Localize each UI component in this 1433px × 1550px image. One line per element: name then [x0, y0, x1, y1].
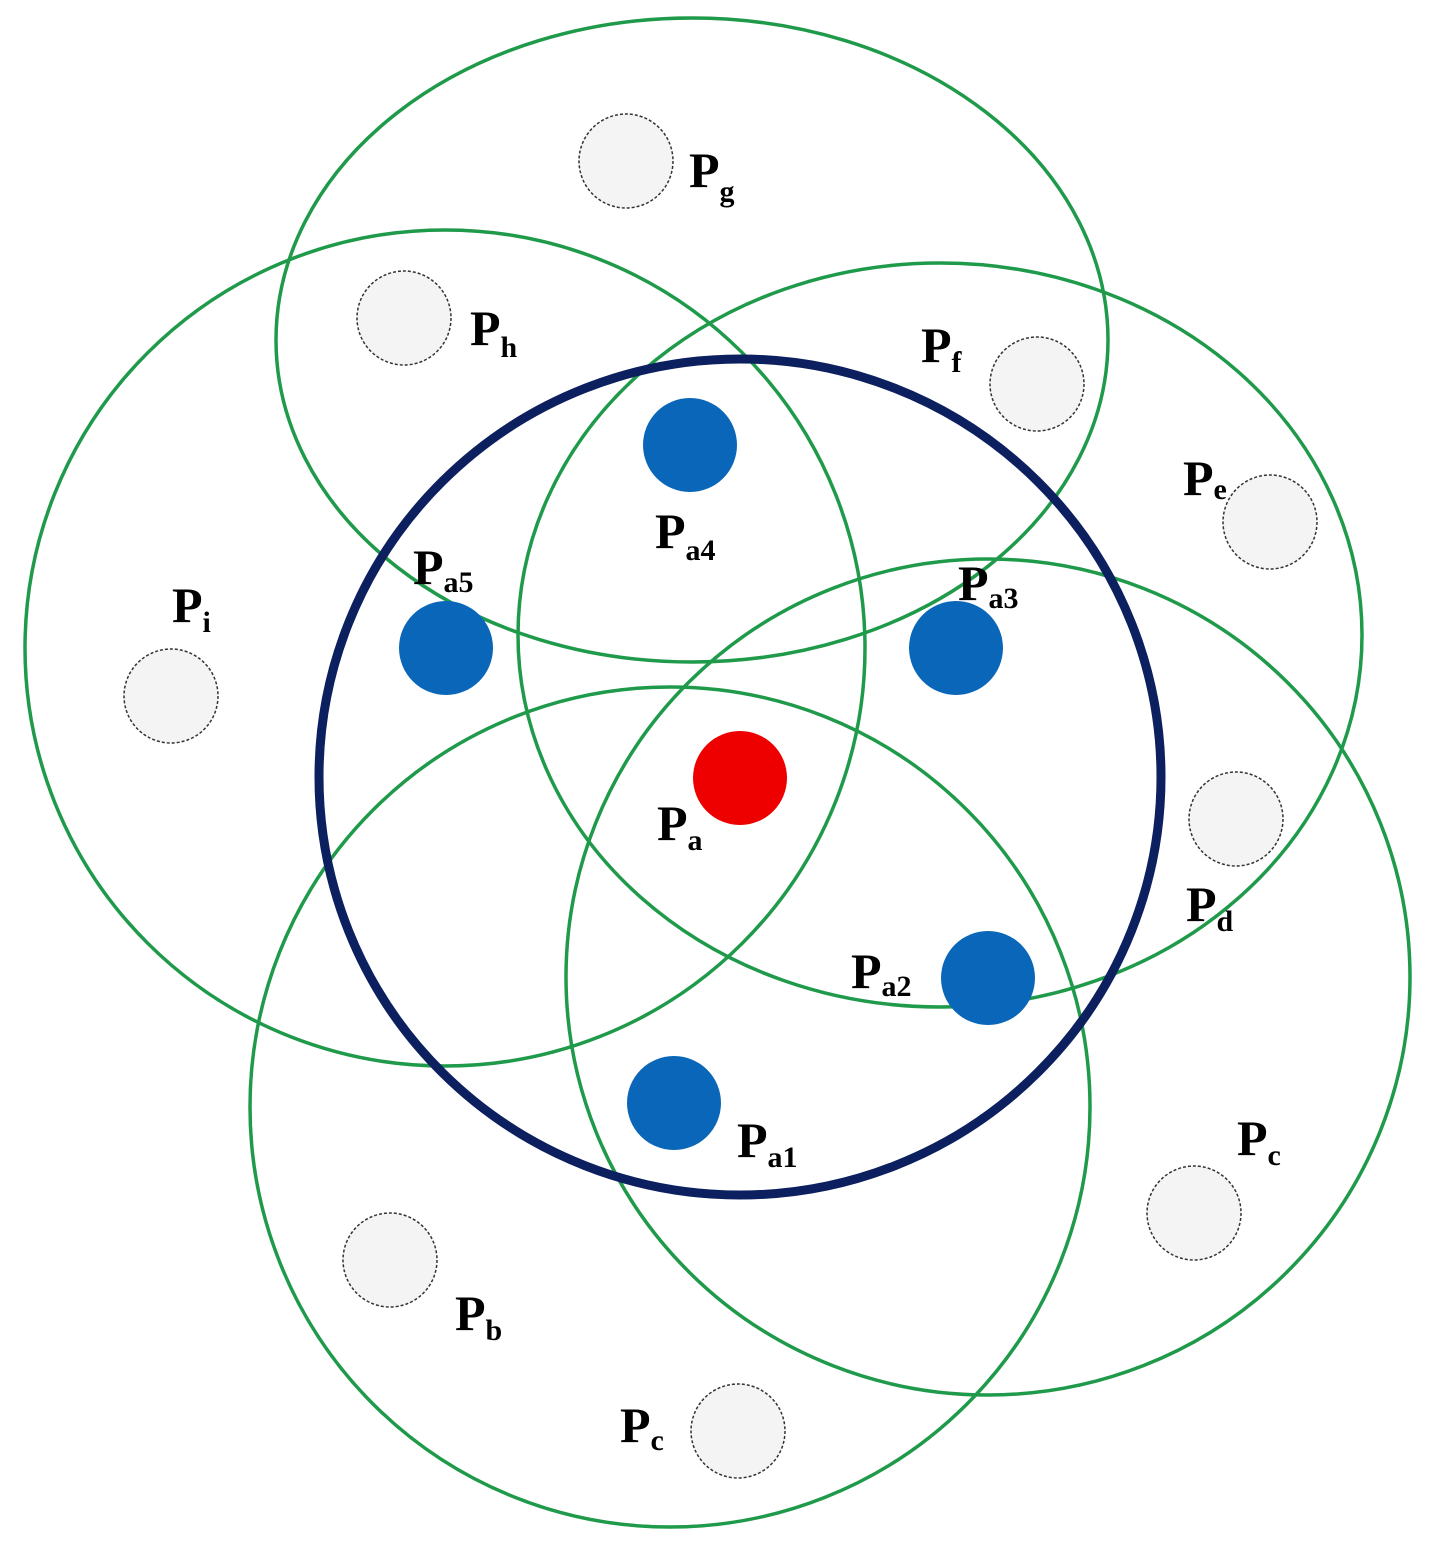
label-pg: Pg — [689, 142, 735, 208]
range-circle-pa3 — [516, 261, 1364, 1009]
node-pa1 — [627, 1056, 721, 1150]
range-circle-pa1 — [248, 685, 1092, 1529]
node-pa5 — [399, 601, 493, 695]
range-circle-pa2 — [564, 557, 1412, 1397]
node-pb — [342, 1212, 438, 1308]
node-pc-right — [1146, 1165, 1242, 1261]
node-pa2 — [941, 931, 1035, 1025]
range-circle-pa5 — [23, 228, 867, 1068]
node-pc-bottom — [690, 1383, 786, 1479]
neighbor-range-circles — [23, 16, 1412, 1529]
label-pa: Pa — [657, 795, 703, 857]
label-ph: Ph — [470, 300, 518, 364]
label-pe: Pe — [1183, 450, 1227, 506]
node-pa4 — [643, 398, 737, 492]
range-circle-pa4 — [274, 16, 1110, 664]
outer-nodes — [123, 113, 1318, 1479]
node-pa3 — [909, 601, 1003, 695]
node-pd — [1188, 771, 1284, 867]
label-pf: Pf — [921, 317, 963, 379]
one-hop-nodes — [399, 398, 1035, 1150]
label-pc-right: Pc — [1237, 1110, 1281, 1172]
node-pe — [1222, 474, 1318, 570]
label-pa3: Pa3 — [958, 555, 1019, 615]
label-pc-bottom: Pc — [620, 1397, 664, 1457]
label-pd: Pd — [1186, 876, 1234, 938]
node-pa — [693, 731, 787, 825]
node-pf — [989, 336, 1085, 432]
node-pi — [123, 648, 219, 744]
label-pa1: Pa1 — [737, 1112, 798, 1174]
node-ph — [356, 270, 452, 366]
label-pa5: Pa5 — [413, 539, 474, 599]
label-pa4: Pa4 — [655, 503, 716, 567]
label-pb: Pb — [455, 1285, 502, 1347]
node-labels: Pg Ph Pf Pe Pa4 Pa5 Pa3 Pi Pa Pd Pa2 — [172, 142, 1281, 1457]
label-pa2: Pa2 — [851, 943, 912, 1003]
node-pg — [578, 113, 674, 209]
central-range-circle — [314, 354, 1166, 1200]
label-pi: Pi — [172, 577, 211, 639]
